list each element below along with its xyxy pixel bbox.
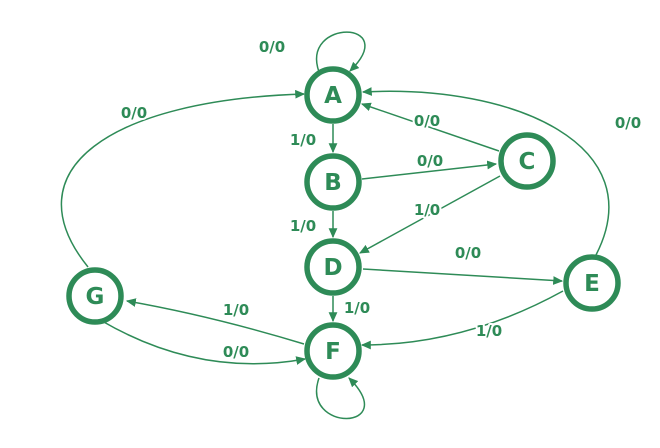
edge-label-C-D: 1/0 bbox=[414, 201, 440, 219]
edge-E-F bbox=[360, 290, 564, 350]
edge-F-G bbox=[125, 298, 305, 345]
state-label-F: F bbox=[325, 339, 341, 365]
edge-label-A-A: 0/0 bbox=[259, 38, 285, 56]
edge-C-A bbox=[360, 102, 500, 152]
edge-label-E-F: 1/0 bbox=[476, 322, 502, 340]
edge-label-G-A: 0/0 bbox=[121, 104, 147, 122]
edge-A-A bbox=[316, 31, 366, 73]
edge-G-A bbox=[60, 89, 306, 268]
edge-E-A bbox=[361, 87, 610, 256]
state-B: B bbox=[304, 153, 362, 211]
edge-label-D-E: 0/0 bbox=[455, 244, 481, 262]
state-A: A bbox=[304, 66, 362, 124]
edge-label-B-C: 0/0 bbox=[417, 152, 443, 170]
state-label-B: B bbox=[324, 170, 342, 196]
edge-D-E bbox=[362, 268, 564, 285]
edge-labels-layer: 0/0 1/0 1/0 1/0 0/0 0/0 1/0 0/0 0/0 1/0 1/0 0/0 0/0 bbox=[119, 36, 643, 363]
edge-label-G-F: 0/0 bbox=[223, 343, 249, 361]
state-circle-A bbox=[304, 66, 362, 124]
state-circle-C bbox=[498, 132, 556, 190]
states-layer: A B C D E F G bbox=[66, 66, 621, 380]
state-circle-F bbox=[304, 322, 362, 380]
edges-layer bbox=[60, 31, 610, 420]
edge-label-D-F: 1/0 bbox=[344, 299, 370, 317]
edge-label-C-A: 0/0 bbox=[414, 112, 440, 130]
edge-F-F bbox=[316, 377, 366, 420]
edge-C-D bbox=[359, 175, 501, 254]
state-G: G bbox=[66, 267, 124, 325]
state-circle-B bbox=[304, 153, 362, 211]
state-D: D bbox=[304, 238, 362, 296]
state-circle-G bbox=[66, 267, 124, 325]
edge-B-C bbox=[361, 160, 498, 180]
edge-label-E-A: 0/0 bbox=[615, 114, 641, 132]
edge-label-A-B: 1/0 bbox=[290, 131, 316, 149]
state-label-E: E bbox=[584, 271, 600, 297]
state-E: E bbox=[563, 254, 621, 312]
state-F: F bbox=[304, 322, 362, 380]
state-circle-E bbox=[563, 254, 621, 312]
edge-label-F-G: 1/0 bbox=[223, 301, 249, 319]
state-label-G: G bbox=[86, 284, 105, 310]
state-circle-D bbox=[304, 238, 362, 296]
state-label-A: A bbox=[324, 83, 342, 109]
state-label-D: D bbox=[323, 255, 342, 281]
edge-G-F bbox=[101, 320, 307, 365]
state-label-C: C bbox=[519, 149, 536, 175]
state-C: C bbox=[498, 132, 556, 190]
edge-label-B-D: 1/0 bbox=[290, 217, 316, 235]
